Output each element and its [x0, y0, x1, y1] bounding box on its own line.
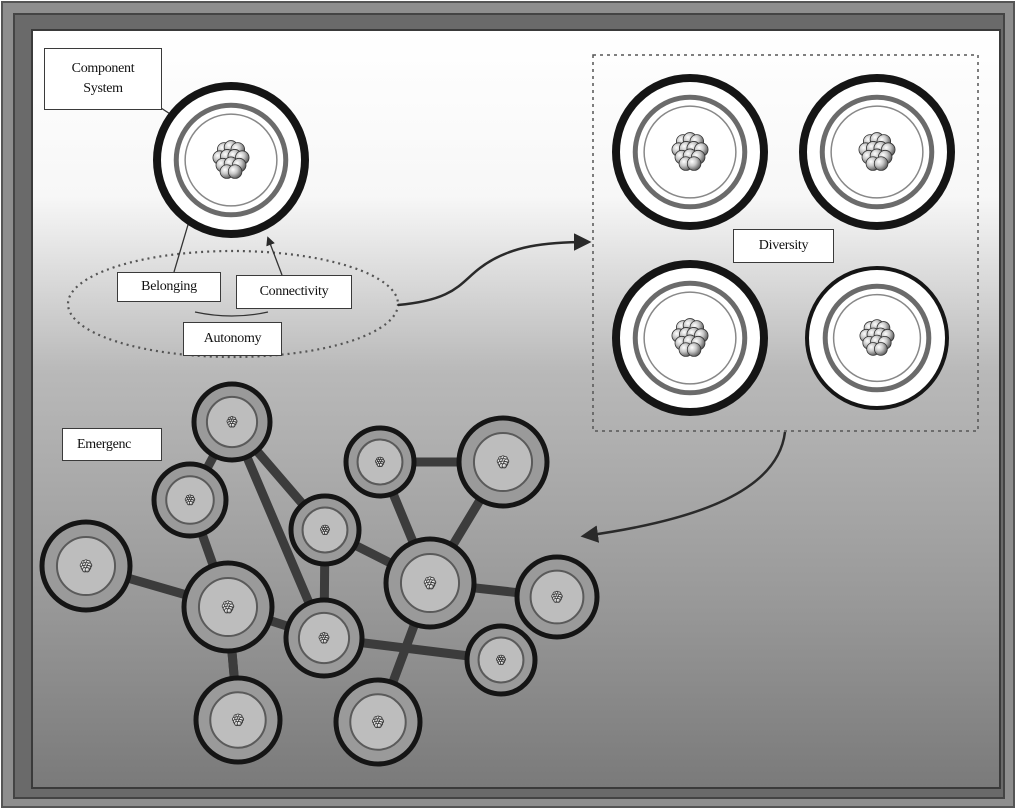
- diversity-label: Diversity: [733, 229, 834, 263]
- middle-ring: [173, 102, 289, 218]
- sphere: [428, 584, 434, 590]
- network-node: [39, 519, 133, 613]
- autonomy-label: Autonomy: [183, 322, 282, 356]
- sphere: [236, 721, 242, 727]
- sphere-cluster: [212, 140, 250, 179]
- sphere: [376, 723, 382, 729]
- network-node: [333, 677, 423, 767]
- sphere-cluster: [221, 600, 235, 614]
- network-node: [181, 560, 275, 654]
- sphere-cluster: [859, 319, 895, 356]
- network-node: [456, 415, 550, 509]
- sphere-cluster: [858, 132, 896, 171]
- network-node: [191, 381, 273, 463]
- pointer-belonging: [173, 217, 191, 273]
- sphere-cluster: [551, 590, 563, 603]
- sphere: [226, 608, 232, 614]
- emergence-label: Emergenc: [62, 428, 162, 461]
- network-node: [464, 623, 538, 697]
- sphere: [555, 598, 561, 603]
- belonging-label: Belonging: [117, 272, 221, 302]
- network-node: [193, 675, 283, 765]
- sphere: [686, 342, 702, 357]
- network-node: [343, 425, 417, 499]
- diversity-group-box: [592, 54, 979, 432]
- sphere: [501, 463, 507, 469]
- pointer-connectivity: [266, 236, 283, 276]
- component-system: [153, 82, 309, 238]
- sphere: [188, 500, 194, 506]
- sphere-cluster: [423, 576, 437, 590]
- sphere-cluster: [318, 632, 330, 644]
- middle-ring: [819, 94, 935, 210]
- component-systems: [153, 74, 955, 416]
- sphere-cluster: [496, 654, 506, 665]
- diversity-system-4: [805, 266, 949, 410]
- sphere-cluster: [671, 318, 709, 357]
- sphere: [873, 156, 889, 171]
- sphere-cluster: [496, 455, 510, 469]
- network-node: [383, 536, 477, 630]
- sphere: [227, 164, 243, 179]
- middle-ring: [632, 280, 748, 396]
- sphere: [322, 638, 328, 644]
- network-node: [151, 461, 229, 539]
- network-node: [288, 493, 362, 567]
- sphere: [686, 156, 702, 171]
- network-node: [283, 597, 365, 679]
- network-node: [514, 554, 600, 640]
- component-system-label: Component System: [44, 48, 162, 110]
- diversity-system-3: [612, 260, 768, 416]
- sphere: [230, 422, 236, 428]
- middle-ring: [632, 94, 748, 210]
- sphere-cluster: [226, 416, 238, 428]
- diversity-system-2: [799, 74, 955, 230]
- sphere-cluster: [375, 456, 385, 467]
- sphere-cluster: [320, 524, 330, 535]
- sphere: [323, 530, 329, 535]
- sphere-cluster: [184, 494, 196, 506]
- arrow-to-diversity: [397, 233, 592, 307]
- connectivity-label: Connectivity: [236, 275, 352, 309]
- sphere-cluster: [79, 559, 93, 573]
- sphere: [499, 660, 505, 665]
- middle-ring: [822, 283, 932, 393]
- sphere: [874, 342, 888, 356]
- diversity-system-1: [612, 74, 768, 230]
- autonomy-bracket: [194, 311, 269, 317]
- sphere-cluster: [232, 713, 244, 727]
- network-nodes: [39, 381, 600, 767]
- sphere-cluster: [671, 132, 709, 171]
- sphere: [84, 567, 90, 573]
- sphere: [378, 462, 384, 467]
- arrow-to-emergence: [580, 431, 787, 543]
- sphere-cluster: [372, 715, 384, 729]
